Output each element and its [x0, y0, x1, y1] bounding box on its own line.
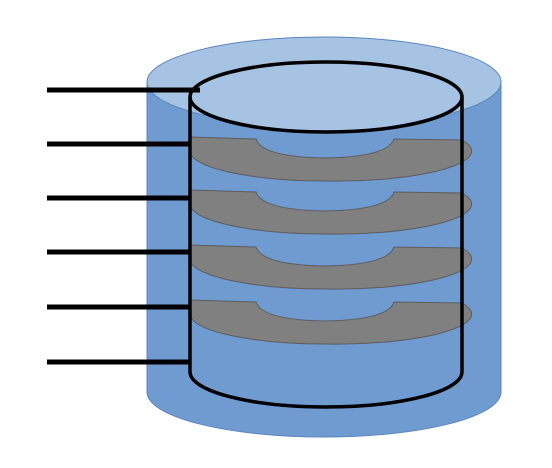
platter-4	[189, 299, 473, 345]
inner-cylinder-bottom-arc	[188, 371, 464, 409]
inner-cylinder	[190, 62, 462, 132]
platter-3	[189, 244, 473, 290]
inner-cylinder-top	[190, 62, 462, 132]
inner-cylinder-top-outline	[188, 60, 464, 134]
access-arms	[47, 87, 200, 365]
platter-2	[189, 189, 473, 235]
platter-1	[189, 136, 473, 182]
platter-stack	[189, 136, 473, 345]
